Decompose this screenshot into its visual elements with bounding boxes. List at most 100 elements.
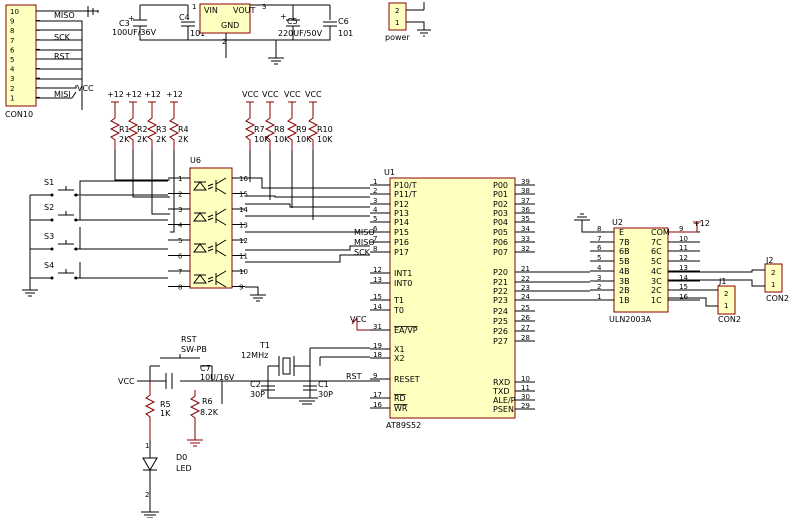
resistor-r10-value: 10K [317, 135, 333, 144]
pullup-p12-label: +12 [166, 90, 183, 99]
u1-pin-label-24: P23 [493, 296, 508, 305]
pullup-vcc-label: VCC [284, 90, 301, 99]
c6-ref: C6 [338, 17, 349, 26]
u1-pin-23: 23 [521, 284, 530, 292]
u1-pin-label-2: P11/T [394, 190, 417, 199]
u1-pin-label-30: ALE/P [493, 396, 516, 405]
u1-pin-30: 30 [521, 393, 530, 401]
pullup-vcc-label: VCC [262, 90, 279, 99]
u2-pin-label-14: 3C [651, 277, 662, 286]
switch-s3-ref: S3 [44, 232, 54, 241]
u1-pin-label-29: PSEN [493, 405, 514, 414]
u1-pin-33: 33 [521, 235, 530, 243]
resistor-r7-value: 10K [254, 135, 270, 144]
u1-pin-label-17: RD [394, 394, 406, 403]
power-connector: 2 1 power [385, 2, 431, 42]
c1-ref: C1 [318, 380, 329, 389]
u1-pin-4: 4 [373, 206, 378, 214]
u1-pin-12: 12 [373, 266, 382, 274]
u1-pin-label-36: P03 [493, 209, 508, 218]
u1-pin-22: 22 [521, 275, 530, 283]
u6-ref: U6 [190, 156, 201, 165]
r5-ref: R5 [160, 400, 171, 409]
power-pin1: 1 [395, 19, 399, 27]
u2-pin-label-3: 3B [619, 277, 630, 286]
reset-rst-net: RST [346, 372, 362, 381]
u1-pin-label-32: P07 [493, 248, 508, 257]
u1-pin-label-25: P24 [493, 307, 508, 316]
rst-switch-ref: RST [181, 335, 197, 344]
u2-pin-label-15: 2C [651, 286, 662, 295]
resistor-r4-ref: R4 [178, 125, 189, 134]
pullup-p12-label: +12 [144, 90, 161, 99]
resistor-r8-ref: R8 [274, 125, 285, 134]
u1-ref: U1 [384, 168, 395, 177]
u1-pin-label-10: RXD [493, 378, 510, 387]
con10-vcc-label: VCC [77, 84, 94, 93]
u1-pin-19: 19 [373, 342, 382, 350]
u1-pin-label-21: P20 [493, 268, 508, 277]
reg-pin1: 1 [192, 3, 196, 11]
u1-pin-34: 34 [521, 225, 530, 233]
u1-pin-1: 1 [373, 178, 377, 186]
u1-pin-17: 17 [373, 391, 382, 399]
u1-pin-label-7: P16 [394, 238, 409, 247]
reset-vcc-label: VCC [118, 377, 135, 386]
con10-pin-10: 10 [10, 8, 19, 16]
u1-pin-24: 24 [521, 293, 530, 301]
u1-pin-13: 13 [373, 276, 382, 284]
con10-pin-1: 1 [10, 94, 14, 102]
c3-plus: + [128, 14, 135, 23]
c5-ref: C5 [287, 17, 298, 26]
resistor-r4-value: 2K [178, 135, 189, 144]
u1-pin-label-9: RESET [394, 375, 420, 384]
j2-pin2: 2 [771, 269, 775, 277]
u2-pin-12: 12 [679, 254, 688, 262]
resistor-r3-ref: R3 [156, 125, 167, 134]
crystal-freq: 12MHz [241, 351, 268, 360]
u1-pin-label-27: P26 [493, 327, 508, 336]
u1-pin-32: 32 [521, 245, 530, 253]
u2-pin-16: 16 [679, 293, 688, 301]
power-pin2: 2 [395, 7, 399, 15]
u1-pin-label-22: P21 [493, 278, 508, 287]
u1-pin-38: 38 [521, 187, 530, 195]
u2-pin-label-6: 6B [619, 247, 630, 256]
u1-pin-label-12: INT1 [394, 269, 412, 278]
u2-pin-label-9: COM [651, 228, 670, 237]
net-rst-label: RST [54, 52, 70, 61]
u1-pin-label-39: P00 [493, 181, 508, 190]
c2-value: 30P [250, 390, 265, 399]
rst-switch-part: SW-PB [181, 345, 207, 354]
resistor-r3-value: 2K [156, 135, 167, 144]
u1-part: AT89S52 [386, 421, 421, 430]
u1-pin-label-3: P12 [394, 200, 409, 209]
c5-value: 220UF/50V [278, 29, 323, 38]
u1-pin-26: 26 [521, 314, 530, 322]
resistor-r1-ref: R1 [119, 125, 130, 134]
u2-pin-15: 15 [679, 283, 688, 291]
u1-pin-35: 35 [521, 215, 530, 223]
u6-pin-10: 10 [239, 268, 248, 276]
c1-value: 30P [318, 390, 333, 399]
c2-ref: C2 [250, 380, 261, 389]
u2-pin-label-16: 1C [651, 296, 662, 305]
u1-pin-label-15: T1 [393, 296, 404, 305]
u1-pin-36: 36 [521, 206, 530, 214]
r5-value: 1K [160, 409, 171, 418]
u6-pin-1: 1 [178, 175, 182, 183]
u2-pin-label-2: 2B [619, 286, 630, 295]
u6-pin-2: 2 [178, 191, 182, 199]
u2-pin-4: 4 [597, 264, 602, 272]
u1-pin-label-6: P15 [394, 228, 409, 237]
c6-value: 101 [338, 29, 353, 38]
u1-pin-39: 39 [521, 178, 530, 186]
u6-pin-13: 13 [239, 222, 248, 230]
u1-pin-8: 8 [373, 245, 377, 253]
u2-pin-2: 2 [597, 283, 601, 291]
u6-pin-6: 6 [178, 253, 183, 261]
u1-pin-label-31: EA/VP [394, 326, 418, 335]
